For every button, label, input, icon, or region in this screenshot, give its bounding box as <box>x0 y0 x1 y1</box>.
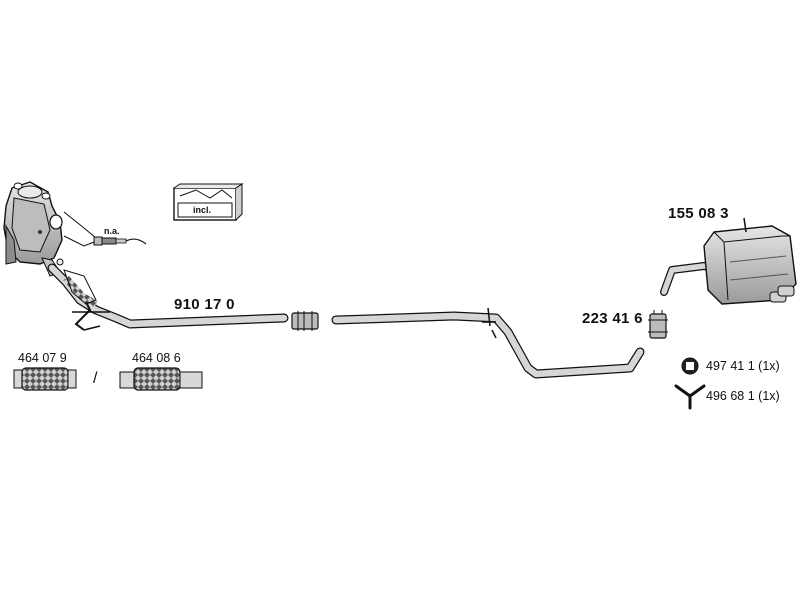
lambda-sensor <box>63 211 147 247</box>
clamp-part-number: 223 41 6 <box>582 310 643 327</box>
front-pipe-part-number: 910 17 0 <box>174 296 235 313</box>
hardware-kit-label: incl. <box>193 205 212 215</box>
flex-hose-b-part-number: 464 08 6 <box>132 351 181 365</box>
rubber-mount-number: 497 41 1 <box>706 359 755 373</box>
hardware-kit <box>173 183 244 221</box>
rubber-mount-part-number: 497 41 1 (1x) <box>706 359 780 373</box>
middle-pipe <box>331 307 645 379</box>
hanger-number: 496 68 1 <box>706 389 755 403</box>
connector-clamp-front <box>291 311 319 331</box>
hanger-part-number: 496 68 1 (1x) <box>706 389 780 403</box>
rubber-mount-quantity: (1x) <box>758 359 780 373</box>
flex-hose-separator: / <box>93 370 98 387</box>
lambda-sensor-note: n.a. <box>104 226 120 236</box>
rear-silencer <box>660 217 797 305</box>
catalytic-converter <box>3 181 64 277</box>
front-pipe <box>47 263 289 331</box>
rubber-mount-icon <box>681 357 699 375</box>
rear-silencer-part-number: 155 08 3 <box>668 205 729 222</box>
hanger-icon <box>674 384 706 410</box>
hanger-quantity: (1x) <box>758 389 780 403</box>
flex-hose-a <box>13 367 77 391</box>
clamp <box>648 310 668 339</box>
flex-hose-a-part-number: 464 07 9 <box>18 351 67 365</box>
flex-hose-b <box>119 367 203 391</box>
